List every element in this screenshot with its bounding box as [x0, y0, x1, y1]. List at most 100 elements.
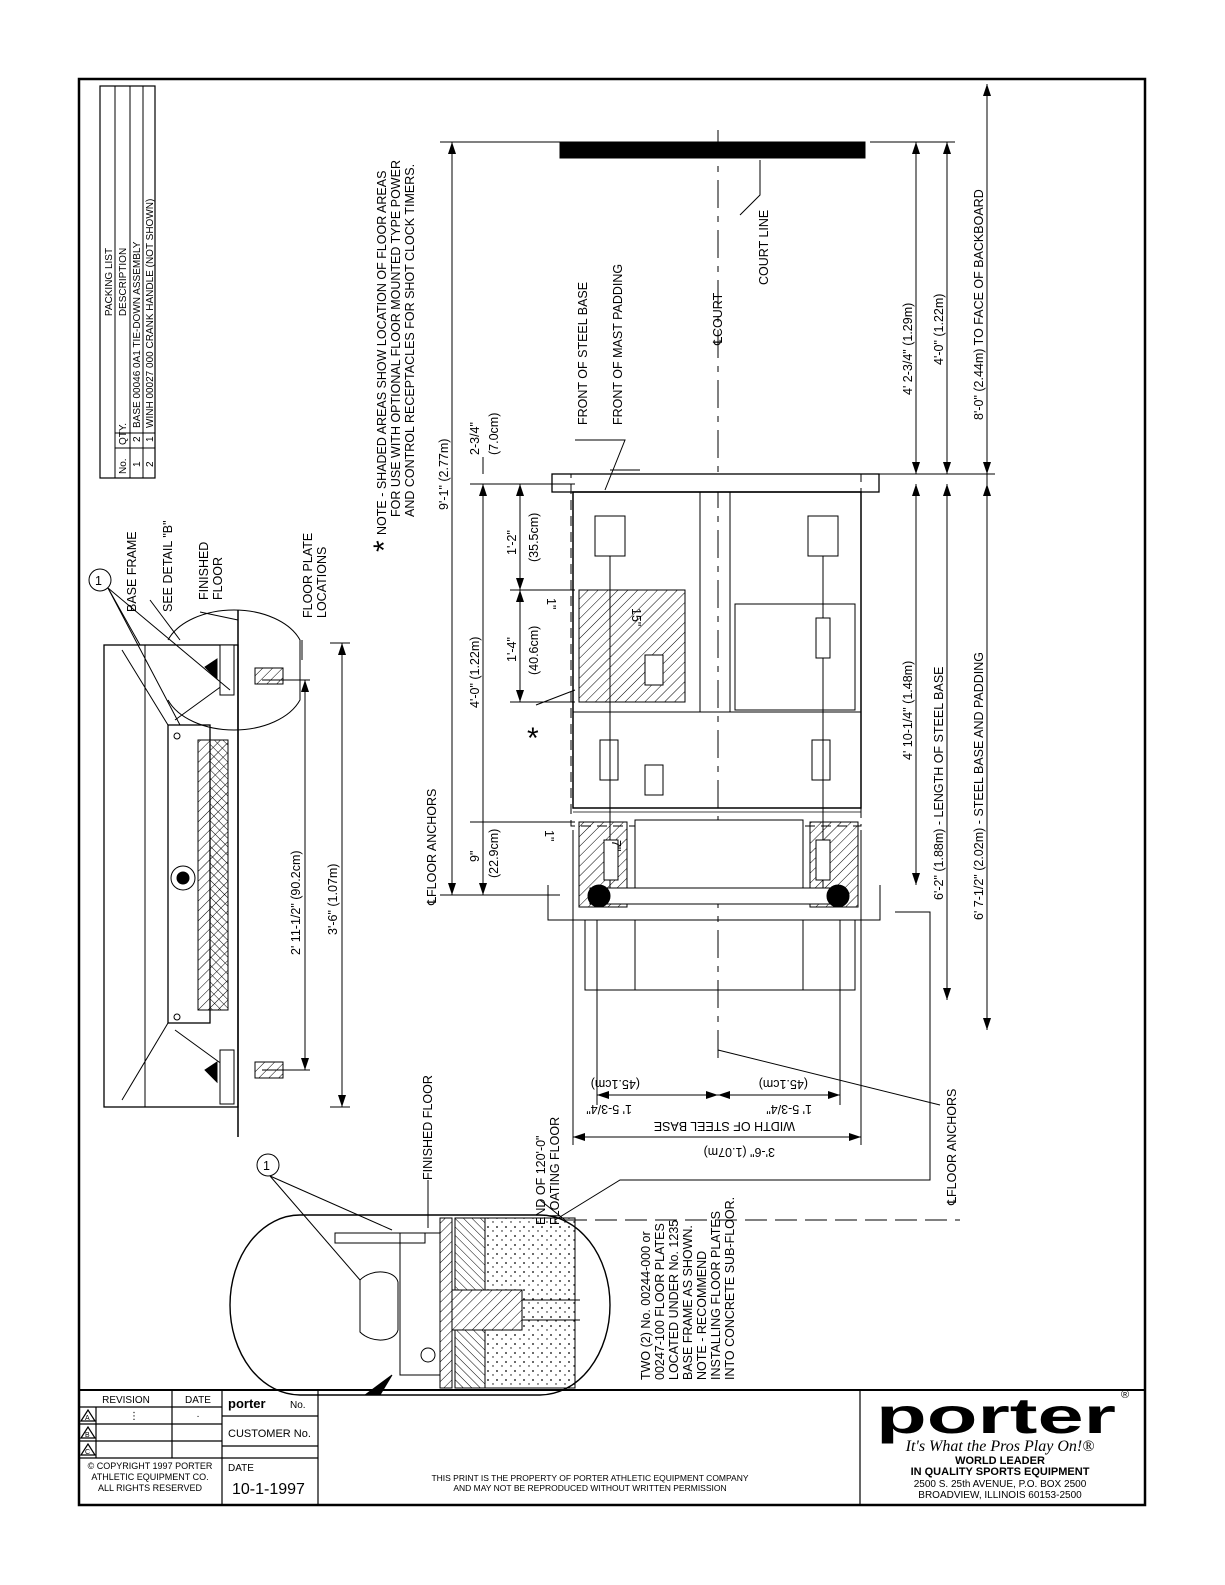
quality-sports: IN QUALITY SPORTS EQUIPMENT: [911, 1466, 1090, 1478]
detail-note-line-5: NOTE - RECOMMEND: [695, 1251, 709, 1380]
detail-note-line-3: LOCATED UNDER No. 1235: [667, 1220, 681, 1380]
rev-mark-c: C: [85, 1449, 90, 1456]
dim-4ft-2-3-4in: 4' 2-3/4" (1.29m): [901, 303, 915, 395]
date-header: DATE: [185, 1395, 211, 1406]
detail-finished-floor: FINISHED FLOOR: [421, 1075, 435, 1180]
label-floor-anchors-top: ℄FLOOR ANCHORS: [425, 789, 439, 906]
rev-mark-b: B: [85, 1432, 90, 1439]
label-end-floating-floor-2: FLOATING FLOOR: [548, 1117, 562, 1225]
note-line-2: FOR USE WITH OPTIONAL FLOOR MOUNTED TYPE…: [389, 160, 403, 517]
label-finished-floor-1: FINISHED: [197, 542, 211, 600]
dim-4ft-0in-right: 4'-0" (1.22m): [932, 294, 946, 365]
rev-mark-a: A: [85, 1415, 90, 1422]
dim-outer-span: 3'-6" (1.07m): [326, 864, 340, 935]
address-line-2: BROADVIEW, ILLINOIS 60153-2500: [918, 1490, 1082, 1501]
packing-header-no: No.: [118, 458, 129, 474]
address-line-1: 2500 S. 25th AVENUE, P.O. BOX 2500: [914, 1479, 1087, 1490]
note-line-3: AND CONTROL RECEPTACLES FOR SHOT CLOCK T…: [403, 164, 417, 517]
tagline: It's What the Pros Play On!®: [905, 1438, 1095, 1455]
customer-number-label: CUSTOMER No.: [228, 1428, 311, 1440]
dim-40-6cm: (40.6cm): [527, 626, 541, 675]
copyright-line-1: © COPYRIGHT 1997 PORTER: [88, 1461, 213, 1471]
shade-15-label: 15": [629, 608, 643, 626]
dim-length-steel-base: 6'-2" (1.88m) - LENGTH OF STEEL BASE: [932, 666, 946, 900]
property-line-1: THIS PRINT IS THE PROPERTY OF PORTER ATH…: [431, 1473, 748, 1483]
dim-steel-base-and-padding: 6' 7-1/2" (2.02m) - STEEL BASE AND PADDI…: [972, 652, 986, 920]
section-view: [88, 568, 350, 1137]
date-label: DATE: [228, 1463, 254, 1474]
detail-note-line-4: BASE FRAME AS SHOWN.: [681, 1225, 695, 1380]
label-end-floating-floor-1: END OF 120'-0": [534, 1136, 548, 1226]
packing-row-1-description: BASE 00046 0A1 TIE-DOWN ASSEMBLY: [132, 241, 143, 428]
mark-1-lower: 1": [542, 830, 556, 841]
dim-1ft-5-3-4-left: 1' 5-3/4": [586, 1102, 632, 1116]
packing-header-description: DESCRIPTION: [118, 248, 129, 316]
detail-b: [229, 1153, 611, 1396]
detail-note-line-6: INSTALLING FLOOR PLATES: [709, 1211, 723, 1380]
porter-logo: porter ®: [876, 1388, 1129, 1444]
dim-22-9cm: (22.9cm): [487, 829, 501, 878]
label-finished-floor-2: FLOOR: [211, 557, 225, 600]
world-leader: WORLD LEADER: [955, 1455, 1045, 1467]
label-see-detail-b: SEE DETAIL "B": [161, 520, 175, 612]
packing-row-2-no: 2: [145, 461, 156, 467]
sheet-border: [77, 77, 1147, 1507]
detail-note-line-1: TWO (2) No. 00244-000 or: [639, 1231, 653, 1380]
dim-3ft-6in: 3'-6" (1.07m): [704, 1145, 775, 1159]
detail-note-line-2: 00247-100 FLOOR PLATES: [653, 1223, 667, 1380]
label-court-line: COURT LINE: [757, 210, 771, 285]
revision-header: REVISION: [102, 1395, 150, 1406]
label-front-mast-padding: FRONT OF MAST PADDING: [611, 264, 625, 425]
dim-width-steel-base: WIDTH OF STEEL BASE: [654, 1119, 795, 1133]
dim-1ft-5-3-4-right: 1' 5-3/4": [766, 1102, 812, 1116]
section-balloon-1: 1: [95, 574, 102, 588]
packing-list-title: PACKING LIST: [104, 248, 115, 316]
dim-4ft-10-1-4in: 4' 10-1/4" (1.48m): [901, 661, 915, 760]
plan-view: [440, 84, 995, 1221]
dim-1ft-2in: 1'-2": [505, 530, 519, 555]
copyright-line-3: ALL RIGHTS RESERVED: [98, 1483, 203, 1493]
rev-value-1: ⋮: [129, 1411, 139, 1422]
packing-row-1-no: 1: [132, 461, 143, 467]
title-block: [79, 1389, 1145, 1505]
mark-1-upper: 1": [544, 598, 558, 609]
label-front-steel-base: FRONT OF STEEL BASE: [576, 282, 590, 425]
detail-balloon-1: 1: [263, 1159, 270, 1173]
porter-number-brand: porter: [228, 1396, 266, 1411]
dim-inner-span: 2' 11-1/2" (90.2cm): [289, 850, 303, 955]
label-base-frame: BASE FRAME: [125, 531, 139, 612]
rev-date-1: ·: [196, 1411, 199, 1422]
dim-8ft-to-backboard: 8'-0" (2.44m) TO FACE OF BACKBOARD: [972, 189, 986, 420]
porter-number-label: No.: [290, 1400, 306, 1411]
dim-45cm-right: (45.1cm): [759, 1077, 808, 1091]
copyright-line-2: ATHLETIC EQUIPMENT CO.: [91, 1472, 208, 1482]
detail-note-line-7: INTO CONCRETE SUB-FLOOR.: [723, 1197, 737, 1380]
packing-row-2-description: WINH 00027 000 CRANK HANDLE (NOT SHOWN): [145, 199, 156, 428]
porter-logo-text: porter: [876, 1388, 1116, 1444]
dim-2-3-4in: 2-3/4": [468, 422, 482, 455]
dim-9ft-1in: 9'-1" (2.77m): [437, 439, 451, 510]
dim-4ft-0in-left: 4'-0" (1.22m): [468, 637, 482, 708]
label-floor-plate-1: FLOOR PLATE: [301, 533, 315, 618]
dim-35-5cm: (35.5cm): [527, 513, 541, 562]
label-floor-plate-2: LOCATIONS: [315, 547, 329, 618]
packing-row-1-qty: 2: [132, 436, 143, 442]
registered-mark: ®: [1121, 1389, 1129, 1401]
dim-45cm-left: (45.1cm): [591, 1077, 640, 1091]
dim-7cm: (7.0cm): [487, 413, 501, 455]
label-court-centerline: ℄COURT: [711, 292, 725, 346]
property-line-2: AND MAY NOT BE REPRODUCED WITHOUT WRITTE…: [453, 1483, 726, 1493]
label-floor-anchors-bottom: ℄FLOOR ANCHORS: [945, 1089, 959, 1206]
shaded-area-note: * NOTE - SHADED AREAS SHOW LOCATION OF F…: [368, 160, 417, 552]
dim-1ft-4in: 1'-4": [505, 637, 519, 662]
packing-header-qty: QTY.: [118, 423, 129, 445]
shade-7-label: 7": [609, 840, 623, 851]
packing-row-2-qty: 1: [145, 436, 156, 442]
packing-list: PACKING LIST No. QTY. DESCRIPTION 1 2 BA…: [99, 85, 156, 479]
note-line-1: NOTE - SHADED AREAS SHOW LOCATION OF FLO…: [375, 171, 389, 535]
plan-asterisk: *: [527, 722, 539, 755]
date-value: 10-1-1997: [232, 1481, 305, 1498]
note-asterisk: *: [368, 540, 401, 552]
dim-9in: 9": [468, 851, 482, 862]
